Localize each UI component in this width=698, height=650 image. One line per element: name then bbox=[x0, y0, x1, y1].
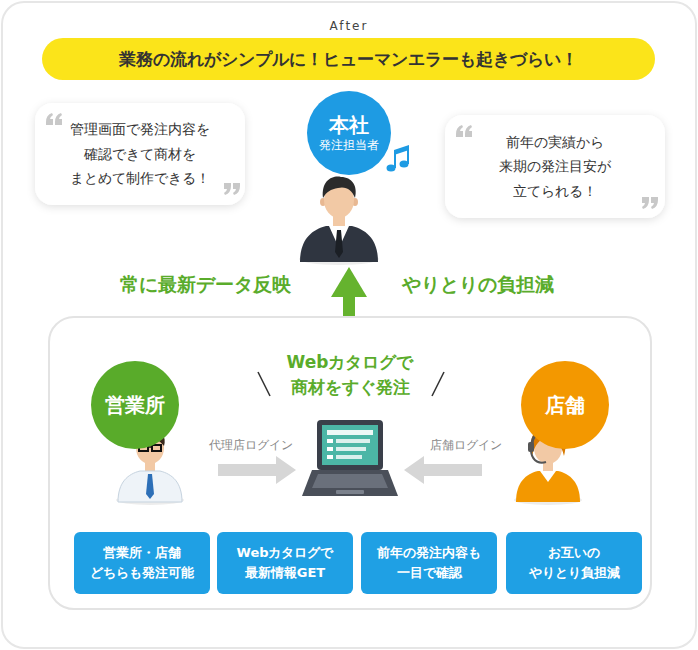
speech-bubble: 前年の実績から 来期の発注目安が 立てられる！ bbox=[442, 115, 668, 218]
office-person bbox=[299, 177, 379, 265]
text-holder: 管理画面で発注内容を 確認できて商材を まとめて制作できる！ bbox=[32, 103, 248, 205]
text-holder: 本社発注担当者 bbox=[307, 91, 391, 175]
flow-note: やりとりの負担減 bbox=[402, 272, 554, 298]
role-circle: 営業所 bbox=[91, 361, 179, 449]
node-text: お互いの やりとり負担減 bbox=[511, 543, 637, 583]
text-holder: 店舗 bbox=[521, 361, 609, 449]
stage-label: After bbox=[330, 19, 369, 33]
benefit-box: 前年の発注内容も 一目で確認 bbox=[361, 532, 497, 594]
text-holder: 営業所 bbox=[91, 361, 179, 449]
text-holder: お互いの やりとり負担減 bbox=[506, 532, 642, 594]
music-note bbox=[387, 145, 410, 172]
text-holder: Webカタログで 最新情報GET bbox=[217, 532, 353, 594]
text-holder: 前年の実績から 来期の発注目安が 立てられる！ bbox=[442, 115, 668, 218]
node-text: 前年の実績から 来期の発注目安が 立てられる！ bbox=[464, 130, 646, 204]
text-holder: 業務の流れがシンプルに！ヒューマンエラーも起きづらい！ bbox=[42, 38, 655, 80]
node-text: 本社 bbox=[329, 113, 369, 138]
flow-note: 常に最新データ反映 bbox=[120, 272, 291, 298]
text-holder: 前年の発注内容も 一目で確認 bbox=[361, 532, 497, 594]
benefit-box: 営業所・店舗 どちらも発注可能 bbox=[74, 532, 210, 594]
node-text: 営業所 bbox=[105, 393, 165, 417]
laptop bbox=[302, 420, 398, 496]
banner: 業務の流れがシンプルに！ヒューマンエラーも起きづらい！ bbox=[42, 38, 655, 80]
role-circle: 店舗 bbox=[521, 361, 609, 449]
login-label: 店舗ログイン bbox=[430, 437, 502, 454]
node-text: 店舗 bbox=[545, 393, 585, 417]
text-holder: 営業所・店舗 どちらも発注可能 bbox=[74, 532, 210, 594]
benefit-box: Webカタログで 最新情報GET bbox=[217, 532, 353, 594]
system-panel: Webカタログで 商材をすぐ発注営業所 店舗営業所・店舗 どちらも発注可能 Webカ… bbox=[48, 316, 652, 610]
text-holder: Webカタログで 商材をすぐ発注 bbox=[266, 344, 434, 406]
speech-bubble bbox=[35, 103, 245, 205]
arrow-shaft bbox=[343, 295, 355, 316]
node-text: 営業所・店舗 どちらも発注可能 bbox=[79, 543, 205, 583]
speech-bubble: 管理画面で発注内容を 確認できて商材を まとめて制作できる！ bbox=[32, 103, 248, 205]
node-text: 管理画面で発注内容を 確認できて商材を まとめて制作できる！ bbox=[50, 117, 230, 191]
role-circle: 本社発注担当者 bbox=[279, 91, 419, 263]
login-label: 代理店ログイン bbox=[209, 437, 293, 454]
node-text: Webカタログで 最新情報GET bbox=[222, 543, 348, 583]
speech-bubble bbox=[445, 115, 665, 218]
node-text: 業務の流れがシンプルに！ヒューマンエラーも起きづらい！ bbox=[119, 48, 578, 70]
flow-arrow bbox=[331, 267, 367, 316]
node-text: Webカタログで 商材をすぐ発注 bbox=[266, 350, 434, 401]
node-subtext: 発注担当者 bbox=[319, 138, 379, 153]
panel-ground bbox=[50, 318, 650, 608]
node-text: 前年の発注内容も 一目で確認 bbox=[366, 543, 492, 583]
arrow-head bbox=[331, 267, 367, 297]
benefit-box: お互いの やりとり負担減 bbox=[506, 532, 642, 594]
login-arrow bbox=[218, 456, 482, 484]
